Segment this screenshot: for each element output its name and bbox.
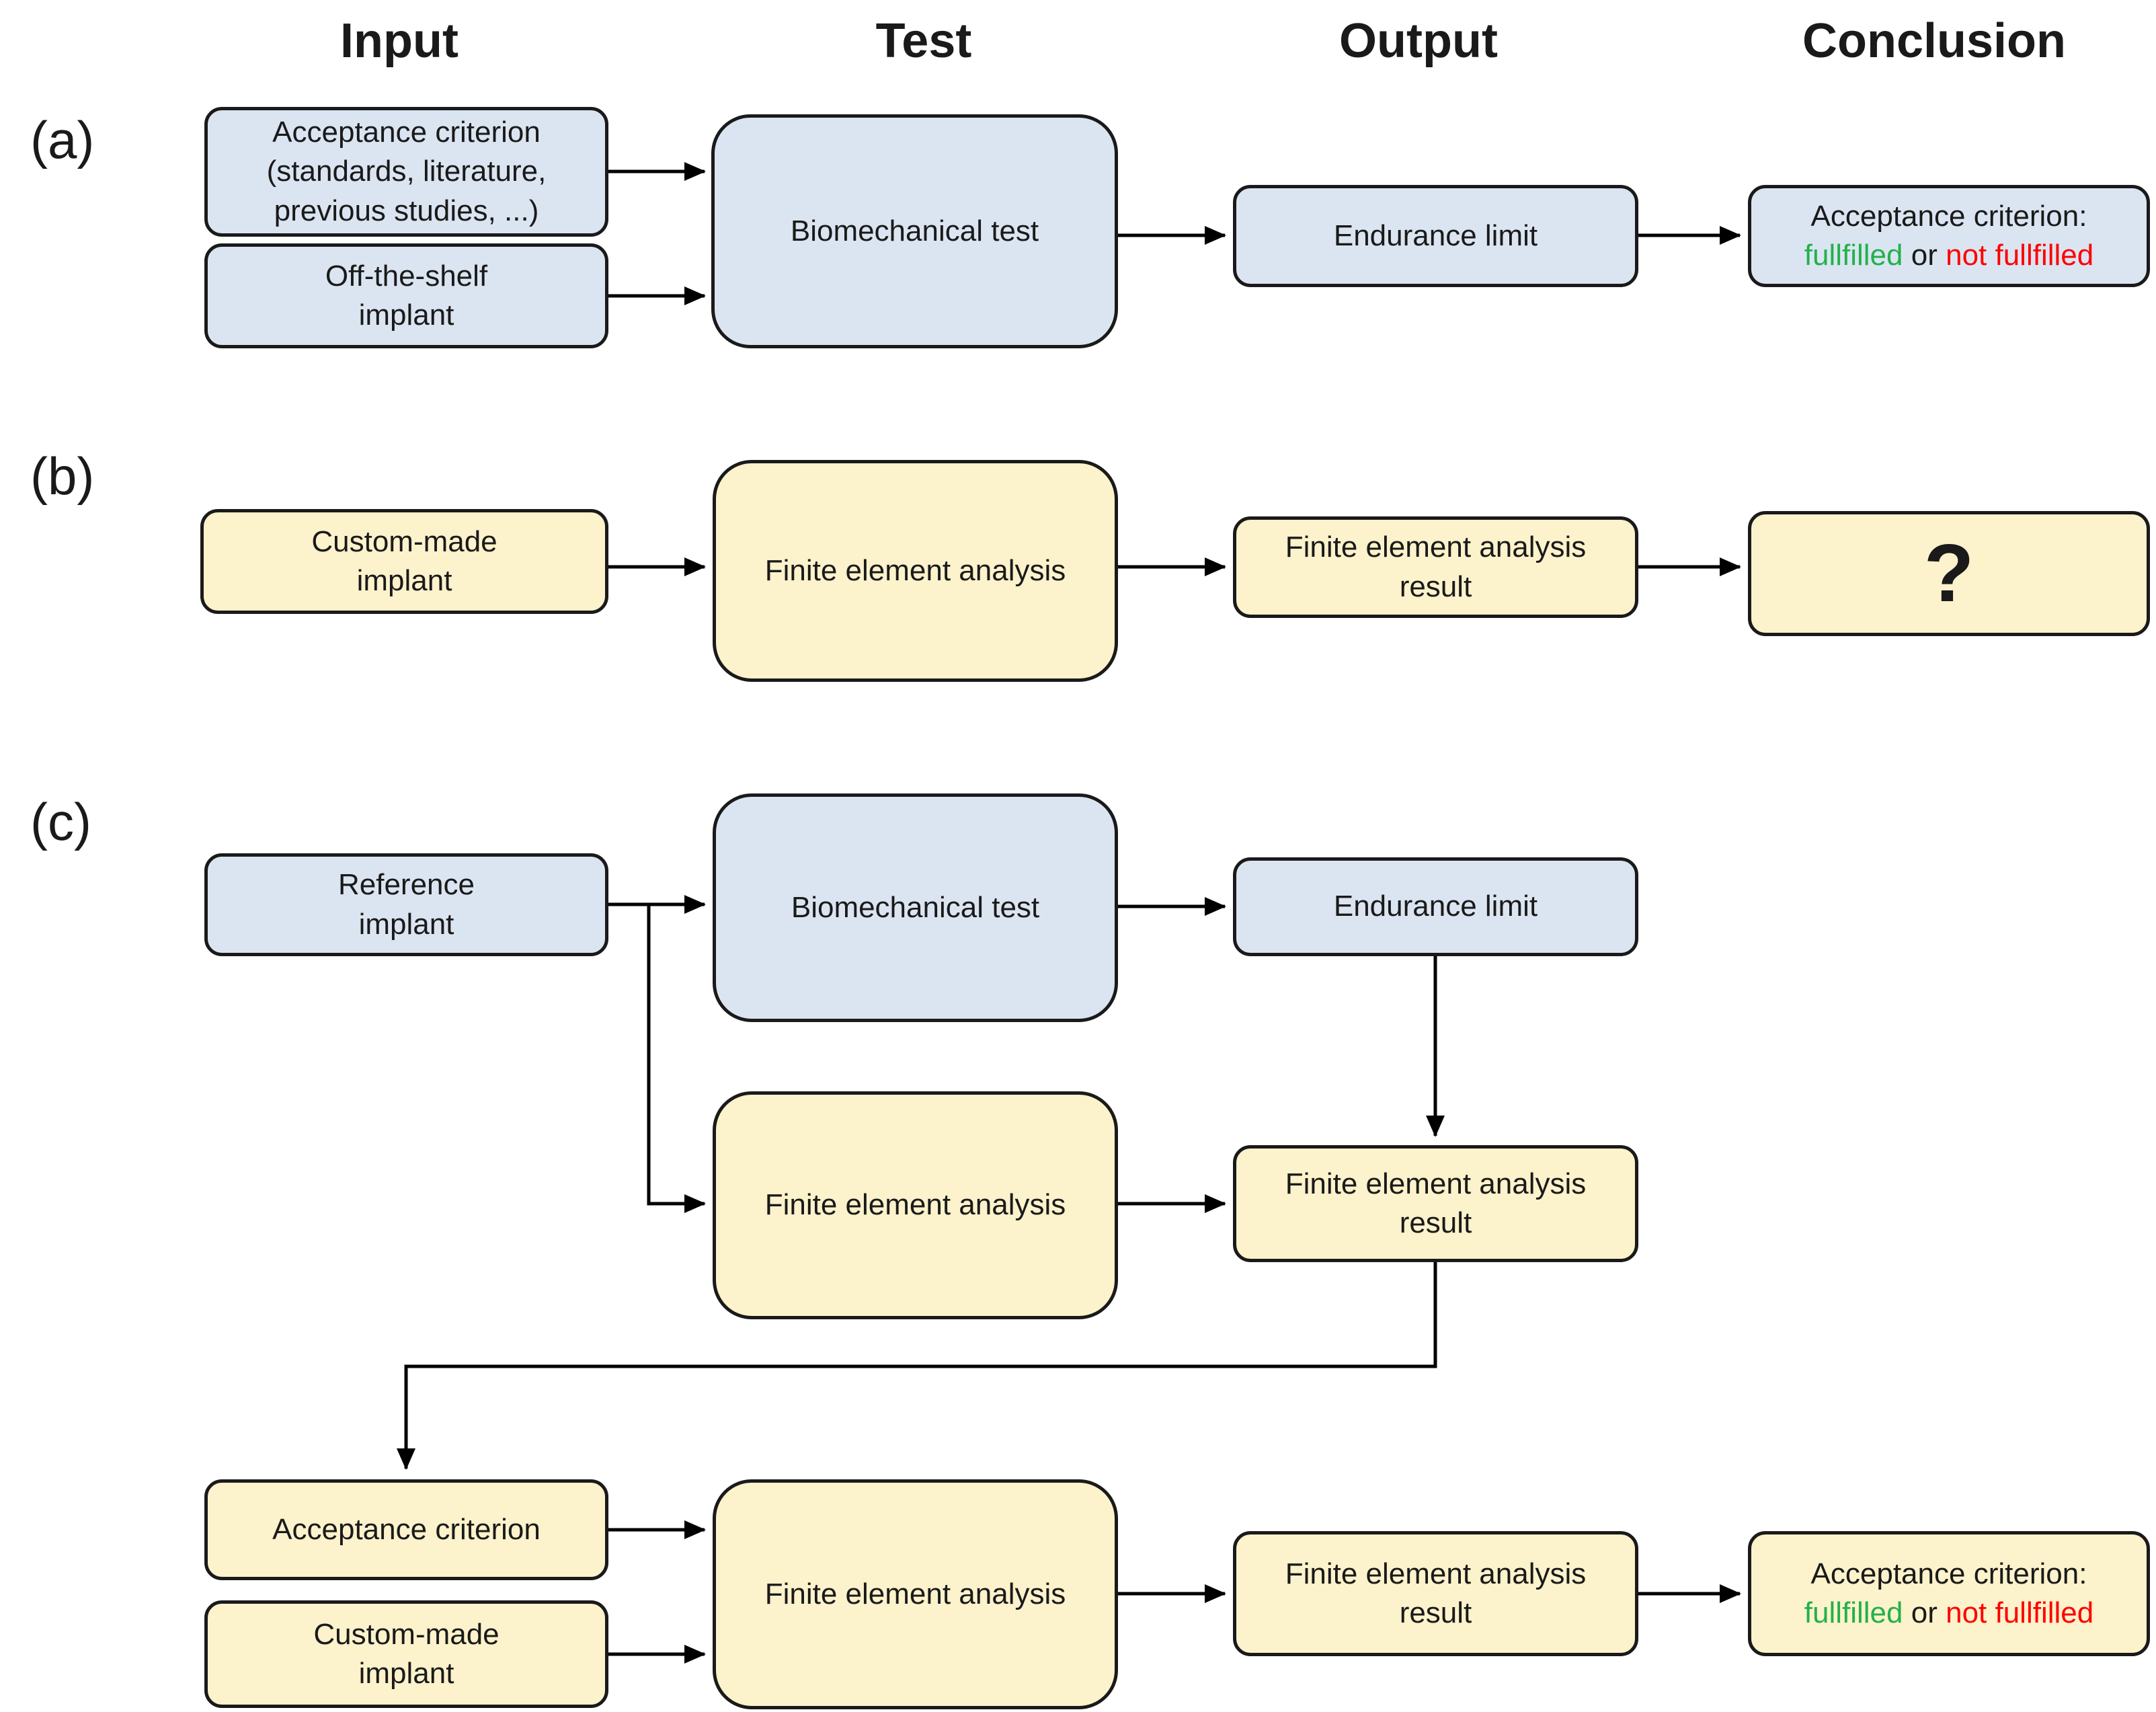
node-c-acceptance-criterion: Acceptance criterion xyxy=(204,1479,608,1580)
node-c-endurance-limit: Endurance limit xyxy=(1233,857,1638,956)
conclusion-c-line1: Acceptance criterion: xyxy=(1810,1557,2087,1590)
node-c-fea-result: Finite element analysis result xyxy=(1233,1145,1638,1262)
node-b-conclusion-question: ? xyxy=(1748,511,2150,636)
conclusion-a-not-fulfilled: not fullfilled xyxy=(1946,239,2094,272)
conclusion-c-fulfilled: fullfilled xyxy=(1804,1596,1903,1629)
node-a-endurance-limit: Endurance limit xyxy=(1233,185,1638,287)
arrow-c-reference-to-fea xyxy=(647,904,706,1213)
node-c-conclusion: Acceptance criterion: fullfilled or not … xyxy=(1748,1531,2150,1656)
node-c-finite-element-analysis-2: Finite element analysis xyxy=(713,1479,1118,1709)
conclusion-a-line1: Acceptance criterion: xyxy=(1810,199,2087,233)
node-c-fea-result-2: Finite element analysis result xyxy=(1233,1531,1638,1656)
node-b-custom-made-implant: Custom-made implant xyxy=(200,509,608,614)
column-header-conclusion: Conclusion xyxy=(1802,14,2066,68)
node-a-biomechanical-test: Biomechanical test xyxy=(711,114,1118,348)
node-c-reference-implant: Reference implant xyxy=(204,853,608,956)
node-a-acceptance-criterion: Acceptance criterion (standards, literat… xyxy=(204,107,608,237)
column-header-output: Output xyxy=(1339,14,1498,68)
node-c-biomechanical-test: Biomechanical test xyxy=(713,793,1118,1022)
node-b-finite-element-analysis: Finite element analysis xyxy=(713,460,1118,682)
conclusion-a-fulfilled: fullfilled xyxy=(1804,239,1903,272)
column-header-input: Input xyxy=(340,14,458,68)
row-label-a: (a) xyxy=(30,110,95,169)
node-a-off-the-shelf-implant: Off-the-shelf implant xyxy=(204,243,608,348)
node-b-fea-result: Finite element analysis result xyxy=(1233,516,1638,618)
conclusion-a-or: or xyxy=(1911,239,1938,272)
node-c-finite-element-analysis: Finite element analysis xyxy=(713,1091,1118,1319)
conclusion-c-not-fulfilled: not fullfilled xyxy=(1946,1596,2094,1629)
node-c-custom-made-implant: Custom-made implant xyxy=(204,1600,608,1708)
column-header-test: Test xyxy=(875,14,972,68)
conclusion-c-or: or xyxy=(1911,1596,1938,1629)
row-label-b: (b) xyxy=(30,446,95,506)
row-label-c: (c) xyxy=(30,792,91,851)
node-a-conclusion: Acceptance criterion: fullfilled or not … xyxy=(1748,185,2150,287)
